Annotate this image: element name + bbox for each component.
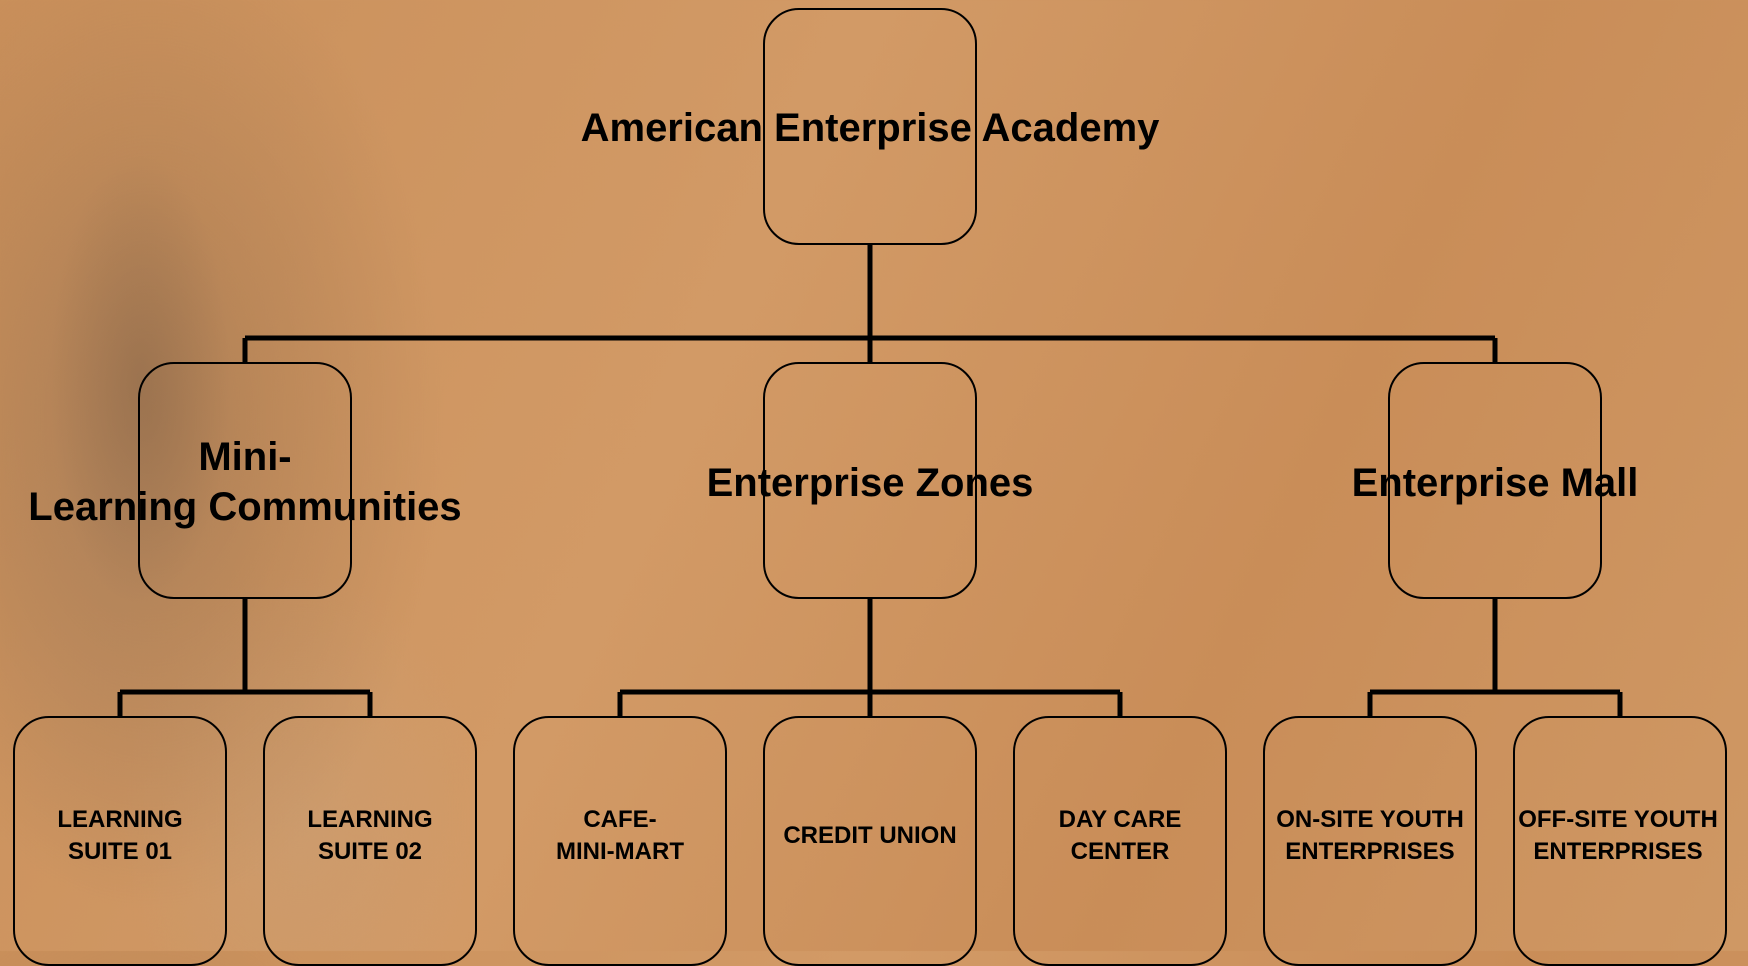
node-credit-union-label: CREDIT UNION bbox=[783, 822, 957, 849]
background-photo-person bbox=[0, 0, 470, 951]
node-mini-learning-label: Mini- Learning Communities bbox=[28, 435, 462, 529]
node-learning-suite-01-label: LEARNING SUITE 01 bbox=[57, 806, 183, 865]
node-enterprise-mall-box bbox=[1388, 362, 1602, 599]
node-mini-learning-box bbox=[138, 362, 352, 599]
node-enterprise-zones-label: Enterprise Zones bbox=[706, 461, 1034, 505]
node-enterprise-zones-box bbox=[763, 362, 977, 599]
node-offsite-youth-label: OFF-SITE YOUTH ENTERPRISES bbox=[1518, 806, 1718, 865]
node-cafe-mini-mart-label: CAFE- MINI-MART bbox=[556, 806, 684, 865]
node-learning-suite-02-label: LEARNING SUITE 02 bbox=[307, 806, 433, 865]
node-root-label: American Enterprise Academy bbox=[580, 105, 1160, 150]
node-onsite-youth-label: ON-SITE YOUTH ENTERPRISES bbox=[1276, 806, 1464, 865]
node-day-care-center-label: DAY CARE CENTER bbox=[1058, 806, 1182, 865]
node-enterprise-mall-label: Enterprise Mall bbox=[1351, 461, 1639, 505]
node-root-box bbox=[763, 8, 977, 245]
